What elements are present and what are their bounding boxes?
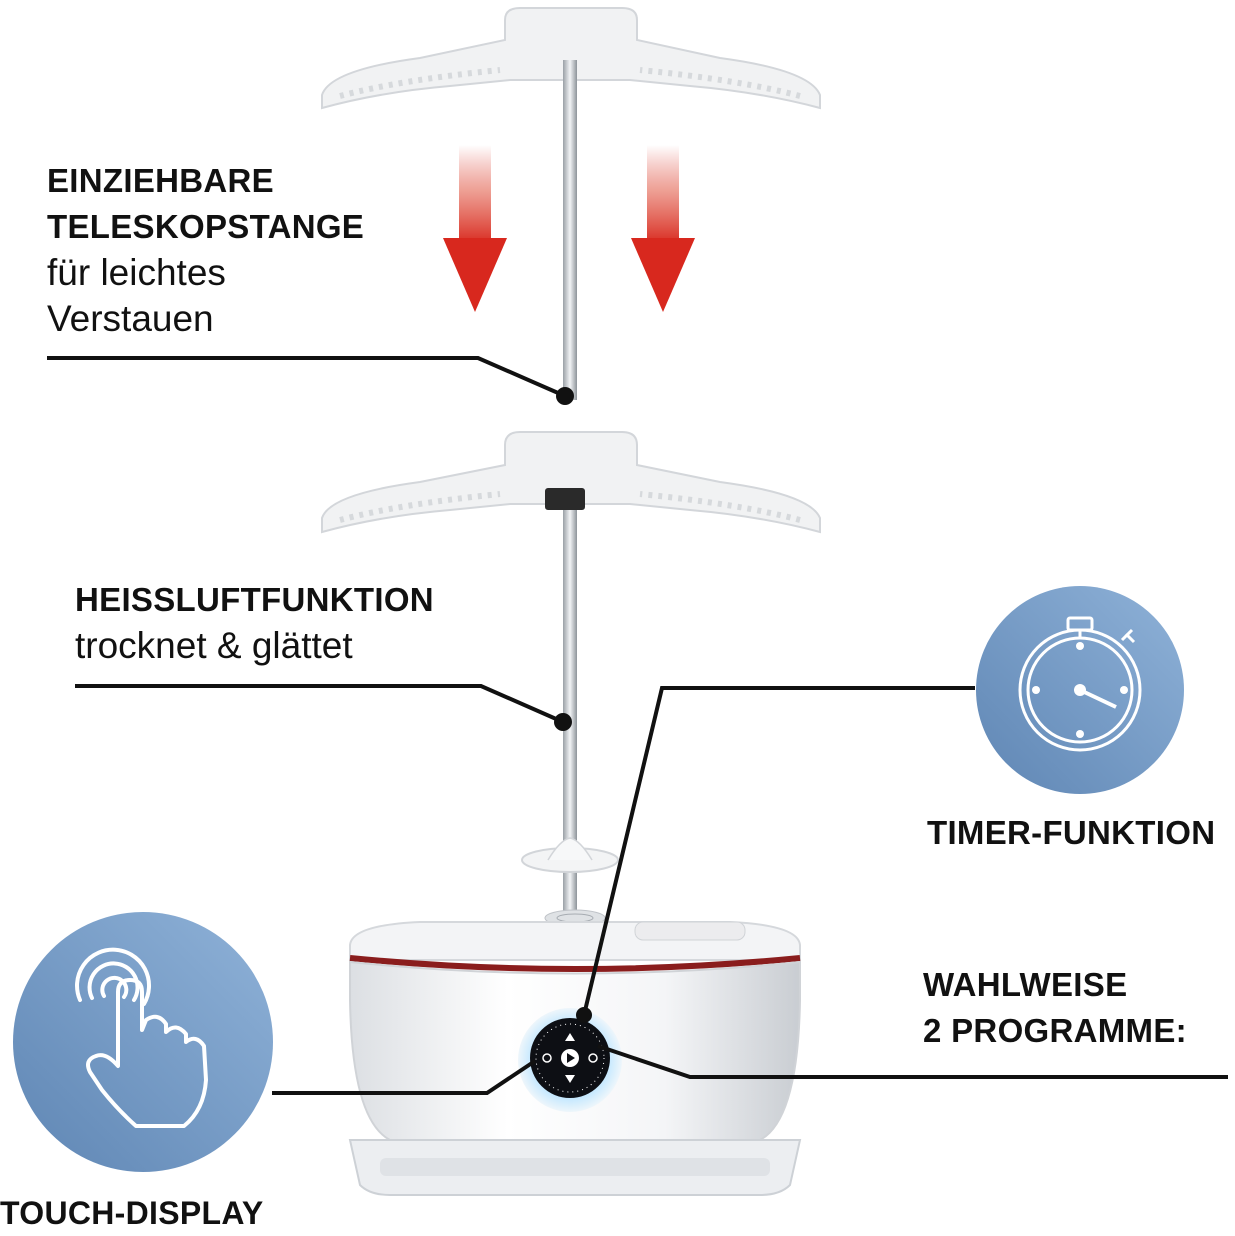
hot-air-label: HEISSLUFTFUNKTION trocknet & glättet xyxy=(75,577,434,669)
leader-lines xyxy=(47,356,1228,1095)
hot-air-title: HEISSLUFTFUNKTION xyxy=(75,581,434,618)
timer-title: TIMER-FUNKTION xyxy=(927,814,1216,851)
programs-label: WAHLWEISE 2 PROGRAMME: xyxy=(923,962,1187,1054)
lower-hanger xyxy=(321,431,821,534)
touch-label: TOUCH-DISPLAY xyxy=(0,1190,264,1236)
timer-icon-circle xyxy=(976,586,1184,794)
stopwatch-icon xyxy=(1018,616,1142,752)
telescope-label: EINZIEHBARE TELESKOPSTANGE für leichtes … xyxy=(47,158,364,342)
telescope-desc-line2: Verstauen xyxy=(47,298,214,339)
leader-dot xyxy=(556,387,574,405)
telescope-title-line2: TELESKOPSTANGE xyxy=(47,208,365,245)
leader-line-timer xyxy=(582,686,975,1016)
upper-hanger xyxy=(321,7,821,110)
leader-line-hotair xyxy=(75,684,564,724)
leader-line-touch xyxy=(272,1059,537,1095)
touch-display-dial xyxy=(518,1008,622,1112)
diffuser-disc xyxy=(521,837,619,873)
touch-title: TOUCH-DISPLAY xyxy=(0,1195,264,1231)
down-arrow-icon xyxy=(443,145,507,312)
timer-label: TIMER-FUNKTION xyxy=(927,810,1215,856)
down-arrow-icon xyxy=(631,145,695,312)
leader-dot xyxy=(576,1007,592,1023)
touch-icon-circle xyxy=(13,912,273,1172)
telescope-title-line1: EINZIEHBARE xyxy=(47,162,274,199)
programs-line1: WAHLWEISE xyxy=(923,966,1128,1003)
leader-line-programs xyxy=(597,1044,1228,1079)
telescope-desc-line1: für leichtes xyxy=(47,252,226,293)
telescopic-pole-upper xyxy=(563,60,577,400)
programs-line2: 2 PROGRAMME: xyxy=(923,1012,1187,1049)
touch-hand-icon xyxy=(75,947,208,1128)
telescopic-pole-lower xyxy=(563,510,577,915)
leader-line-telescope xyxy=(47,356,566,398)
leader-dot xyxy=(554,713,572,731)
hot-air-desc: trocknet & glättet xyxy=(75,625,353,666)
